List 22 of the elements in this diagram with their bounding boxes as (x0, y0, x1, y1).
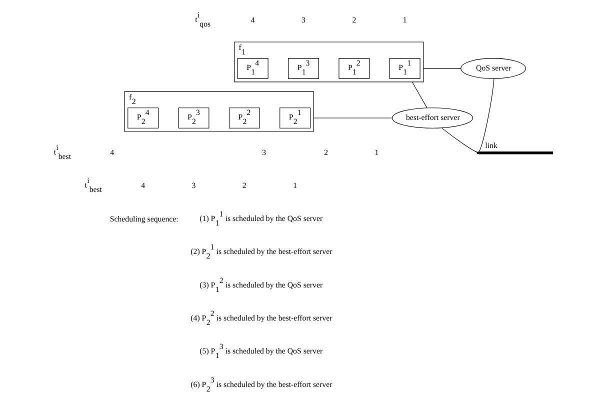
node-point (476, 152, 479, 154)
node-ellipse: best-effort server (391, 108, 472, 128)
label: 3 (191, 181, 196, 190)
label: 2 (242, 181, 246, 190)
label: 3 (301, 16, 305, 25)
label: 4 (140, 181, 145, 190)
label: 1 (402, 16, 406, 25)
label: 1 (292, 181, 297, 190)
connector (478, 78, 494, 152)
connector (440, 128, 477, 152)
node-ellipse: QoS server (460, 58, 526, 79)
connector (478, 152, 553, 154)
label: 2 (352, 16, 356, 25)
edge-label: link (484, 141, 497, 150)
label: 1 (374, 148, 378, 157)
label: 3 (262, 148, 266, 157)
label: 4 (110, 148, 114, 157)
label: 2 (324, 148, 328, 157)
label: 4 (250, 16, 254, 25)
connector (411, 82, 427, 108)
connector (422, 68, 461, 69)
label: Scheduling sequence: (109, 214, 178, 224)
